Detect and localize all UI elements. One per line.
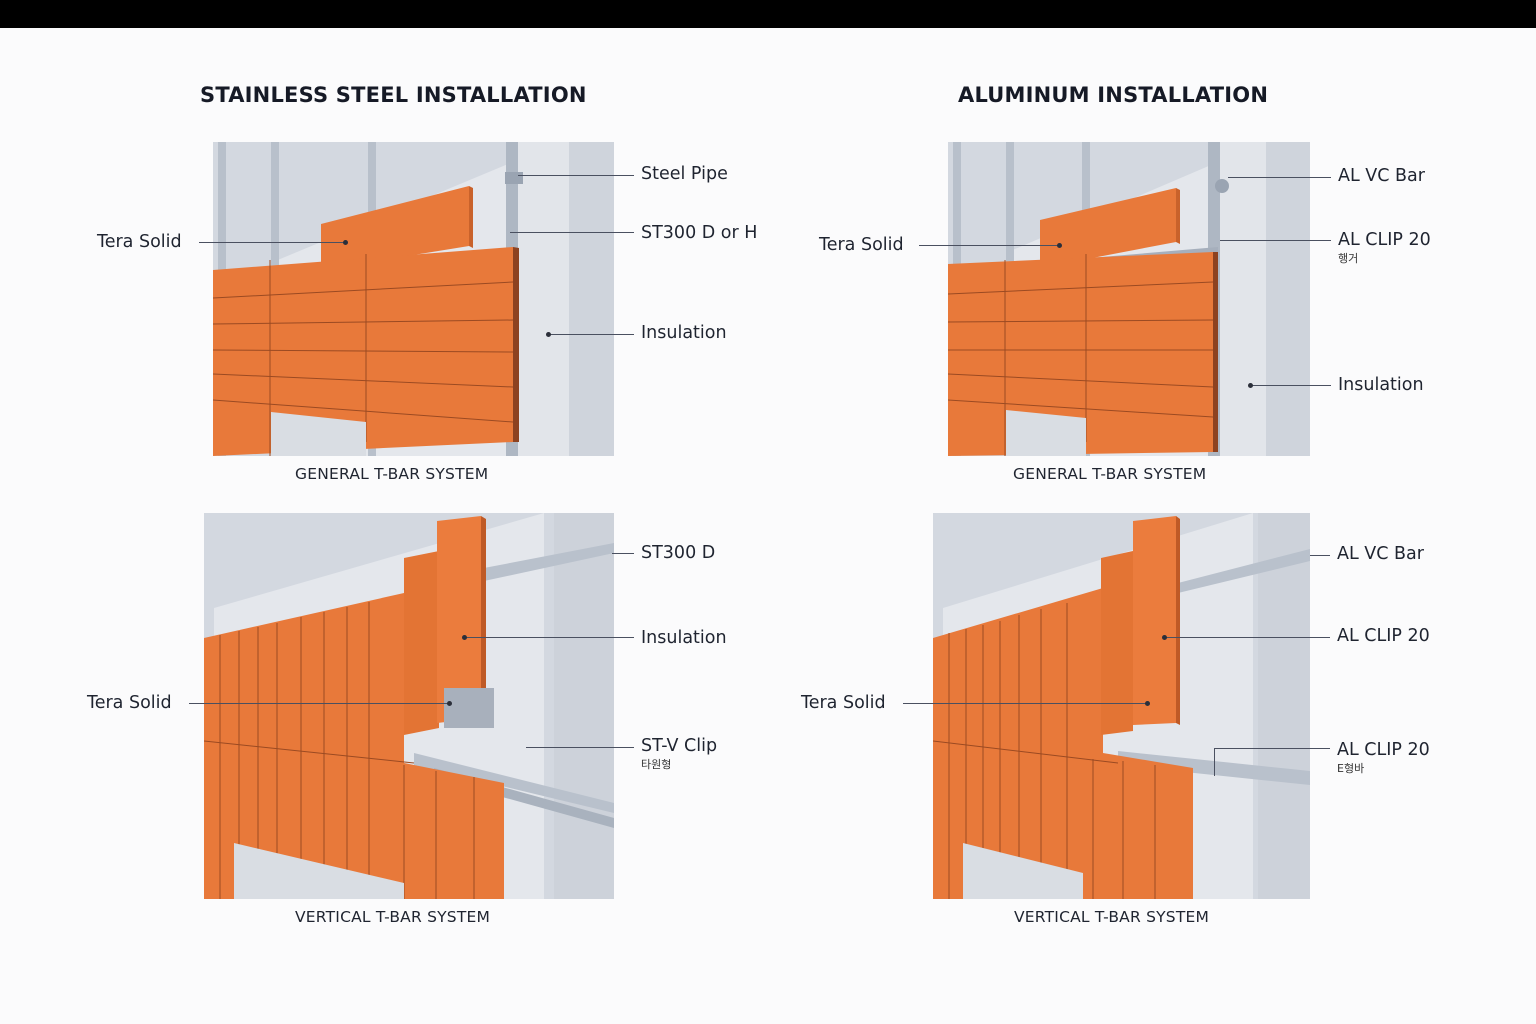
leader-line (1220, 240, 1331, 241)
top-black-bar (0, 0, 1536, 28)
aluminum-section-title: ALUMINUM INSTALLATION (958, 83, 1269, 107)
leader-dot (546, 332, 551, 337)
caption-vertical-tbar-system: VERTICAL T-BAR SYSTEM (295, 908, 491, 926)
leader-line (1252, 385, 1331, 386)
leader-dot (1248, 383, 1253, 388)
leader-dot (447, 701, 452, 706)
label-subtext: E형바 (1337, 762, 1365, 775)
stainless-general-tbar-illustration (213, 142, 614, 456)
label-subtext: 행거 (1338, 252, 1359, 265)
leader-dot (343, 240, 348, 245)
leader-line (1166, 637, 1330, 638)
label-steel-pipe: Steel Pipe (641, 164, 728, 184)
label-tera-solid: Tera Solid (97, 232, 182, 252)
label-al-vc-bar: AL VC Bar (1338, 166, 1425, 186)
leader-line (1310, 555, 1330, 556)
label-tera-solid: Tera Solid (87, 693, 172, 713)
stainless-vertical-tbar-illustration (204, 513, 614, 899)
leader-line (612, 553, 634, 554)
leader-line (199, 242, 345, 243)
label-tera-solid: Tera Solid (819, 235, 904, 255)
leader-dot (462, 635, 467, 640)
caption-general-tbar-system: GENERAL T-BAR SYSTEM (295, 465, 489, 483)
stainless-steel-section-title: STAINLESS STEEL INSTALLATION (200, 83, 587, 107)
label-tera-solid: Tera Solid (801, 693, 886, 713)
label-st300-d: ST300 D (641, 543, 716, 563)
aluminum-general-tbar-illustration (948, 142, 1310, 456)
leader-line (1214, 748, 1215, 776)
leader-dot (1145, 701, 1150, 706)
leader-line (518, 175, 634, 176)
leader-dot (1162, 635, 1167, 640)
label-subtext: 타원형 (641, 758, 672, 771)
label-st300-d-or-h: ST300 D or H (641, 223, 758, 243)
caption-general-tbar-system: GENERAL T-BAR SYSTEM (1013, 465, 1207, 483)
label-al-clip-20: AL CLIP 20 (1337, 626, 1430, 646)
leader-line (903, 703, 1147, 704)
leader-line (189, 703, 449, 704)
leader-line (550, 334, 634, 335)
leader-line (1214, 748, 1330, 749)
label-insulation: Insulation (641, 628, 727, 648)
label-text: AL CLIP 20 (1337, 740, 1430, 760)
label-text: AL CLIP 20 (1338, 230, 1431, 250)
leader-line (466, 637, 634, 638)
leader-line (526, 747, 634, 748)
label-text: ST-V Clip (641, 736, 718, 756)
label-al-clip-20: AL CLIP 20 행거 (1338, 230, 1431, 265)
label-insulation: Insulation (641, 323, 727, 343)
label-insulation: Insulation (1338, 375, 1424, 395)
leader-line (510, 232, 634, 233)
label-al-vc-bar: AL VC Bar (1337, 544, 1424, 564)
caption-vertical-tbar-system: VERTICAL T-BAR SYSTEM (1014, 908, 1210, 926)
leader-dot (1057, 243, 1062, 248)
label-al-clip-20-e-bar: AL CLIP 20 E형바 (1337, 740, 1430, 775)
leader-line (1228, 177, 1331, 178)
aluminum-vertical-tbar-illustration (933, 513, 1310, 899)
label-st-v-clip: ST-V Clip 타원형 (641, 736, 717, 771)
leader-line (919, 245, 1059, 246)
